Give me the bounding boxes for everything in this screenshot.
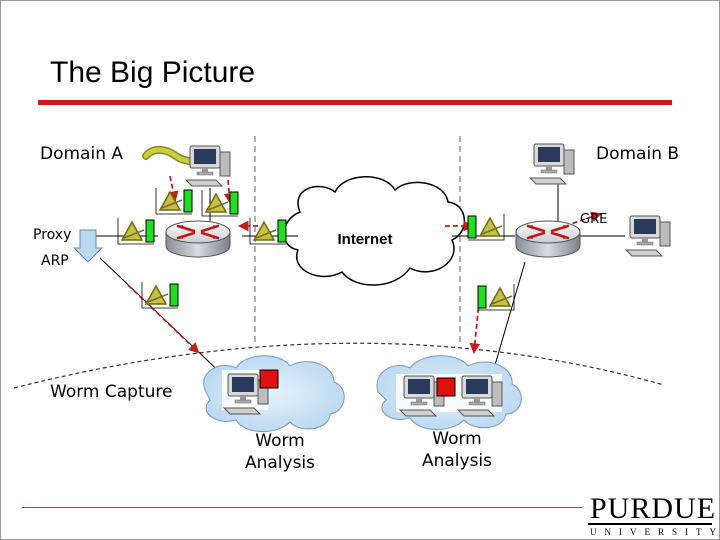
link-router-b-analysis (494, 261, 526, 366)
sensor-icon (477, 283, 515, 311)
worm-capture-label: Worm Capture (50, 382, 173, 402)
worm-analysis-cloud (376, 355, 522, 431)
infected-marker-icon (259, 369, 279, 389)
domain-a-label: Domain A (40, 144, 123, 164)
internet-label: Internet (337, 231, 392, 248)
pc-domain-b-icon (529, 143, 575, 185)
router-b-icon (514, 219, 582, 259)
purdue-logo-sub: UNIVERSITY (590, 527, 720, 537)
sensor-icon (117, 217, 155, 245)
worm-analysis-line-2: Analysis (244, 453, 316, 473)
worm-capture-cloud (203, 355, 345, 433)
infected-marker-icon (436, 377, 456, 397)
proxy-label: Proxy (33, 227, 72, 243)
sensor-icon (467, 213, 505, 241)
arp-label: ARP (41, 253, 69, 269)
worm-horizon-curve (13, 342, 665, 389)
worm-analysis-line-1: Worm (255, 431, 305, 451)
domain-b-label: Domain B (596, 144, 680, 164)
footer-rule (22, 507, 582, 508)
sensor-icon (201, 189, 239, 217)
slide-title: The Big Picture (50, 56, 256, 89)
pc-domain-a-icon (185, 145, 231, 187)
gre-label: GRE (580, 212, 608, 227)
router-a-icon (164, 219, 232, 259)
internet-cloud (283, 176, 466, 286)
worm-analysis-line-1: Worm (432, 429, 482, 449)
pc-far-right-icon (625, 215, 671, 257)
worm-analysis-label-right: Worm Analysis (409, 428, 505, 472)
sensor-icon (141, 281, 179, 309)
title-underline (38, 100, 672, 105)
worm-analysis-label-left: Worm Analysis (232, 430, 328, 474)
proxy-arrow-icon (72, 229, 104, 263)
purdue-logo-word: PURDUE (590, 492, 717, 525)
worm-analysis-line-2: Analysis (421, 451, 493, 471)
purdue-logo-bar (588, 523, 712, 525)
